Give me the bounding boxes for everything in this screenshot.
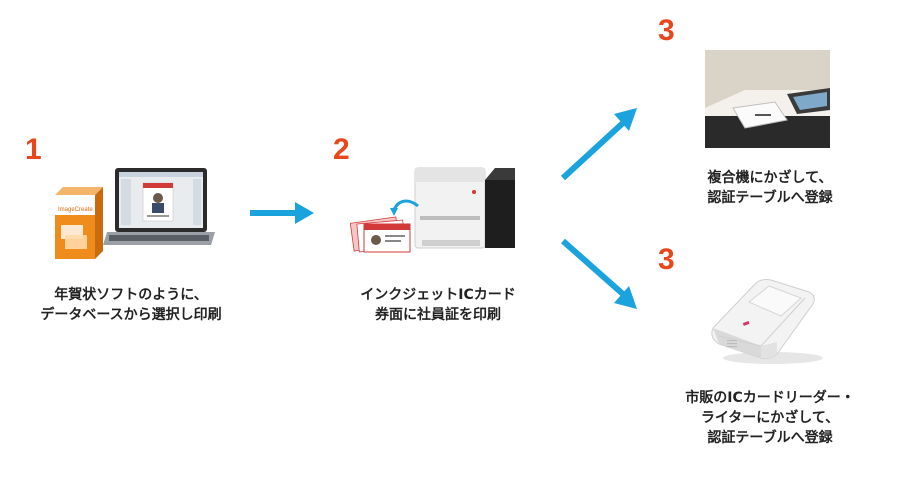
laptop-software-illustration: ImageCreate: [55, 168, 215, 259]
software-box-label: ImageCreate: [58, 207, 93, 213]
caption-step-3-reader: 市販のICカードリーダー・ ライターにかざして、 認証テーブルへ登録: [660, 388, 880, 448]
caption-step-2-line-2: 券面に社員証を印刷: [375, 307, 501, 323]
caption-step-1-line-2: データベースから選択し印刷: [40, 307, 222, 323]
arrow-step2-to-reader: [561, 238, 637, 309]
card-reader-writer-illustration: [711, 279, 823, 364]
card-printer-illustration: [350, 167, 515, 253]
caption-step-3-reader-line-1: 市販のICカードリーダー・: [685, 390, 855, 406]
caption-step-3-reader-line-2: ライターにかざして、: [700, 410, 840, 426]
caption-step-3-mfp: 複合機にかざして、 認証テーブルへ登録: [660, 168, 880, 208]
mfp-card-reader-illustration: [705, 50, 830, 148]
caption-step-3-mfp-line-1: 複合機にかざして、: [707, 170, 833, 186]
caption-step-1-line-1: 年賀状ソフトのように、: [54, 287, 208, 303]
arrow-step2-to-mfp: [560, 108, 637, 181]
step-number-3b: 3: [658, 243, 675, 276]
step-number-3a: 3: [658, 14, 675, 47]
caption-step-3-reader-line-3: 認証テーブルへ登録: [707, 430, 833, 446]
caption-step-2-line-1: インクジェットICカード: [360, 287, 516, 303]
step-number-2: 2: [333, 133, 350, 166]
caption-step-3-mfp-line-2: 認証テーブルへ登録: [707, 190, 833, 206]
caption-step-1: 年賀状ソフトのように、 データベースから選択し印刷: [0, 285, 262, 325]
step-number-1: 1: [25, 133, 42, 166]
arrow-step1-to-step2: [250, 202, 314, 224]
caption-step-2: インクジェットICカード 券面に社員証を印刷: [318, 285, 558, 325]
